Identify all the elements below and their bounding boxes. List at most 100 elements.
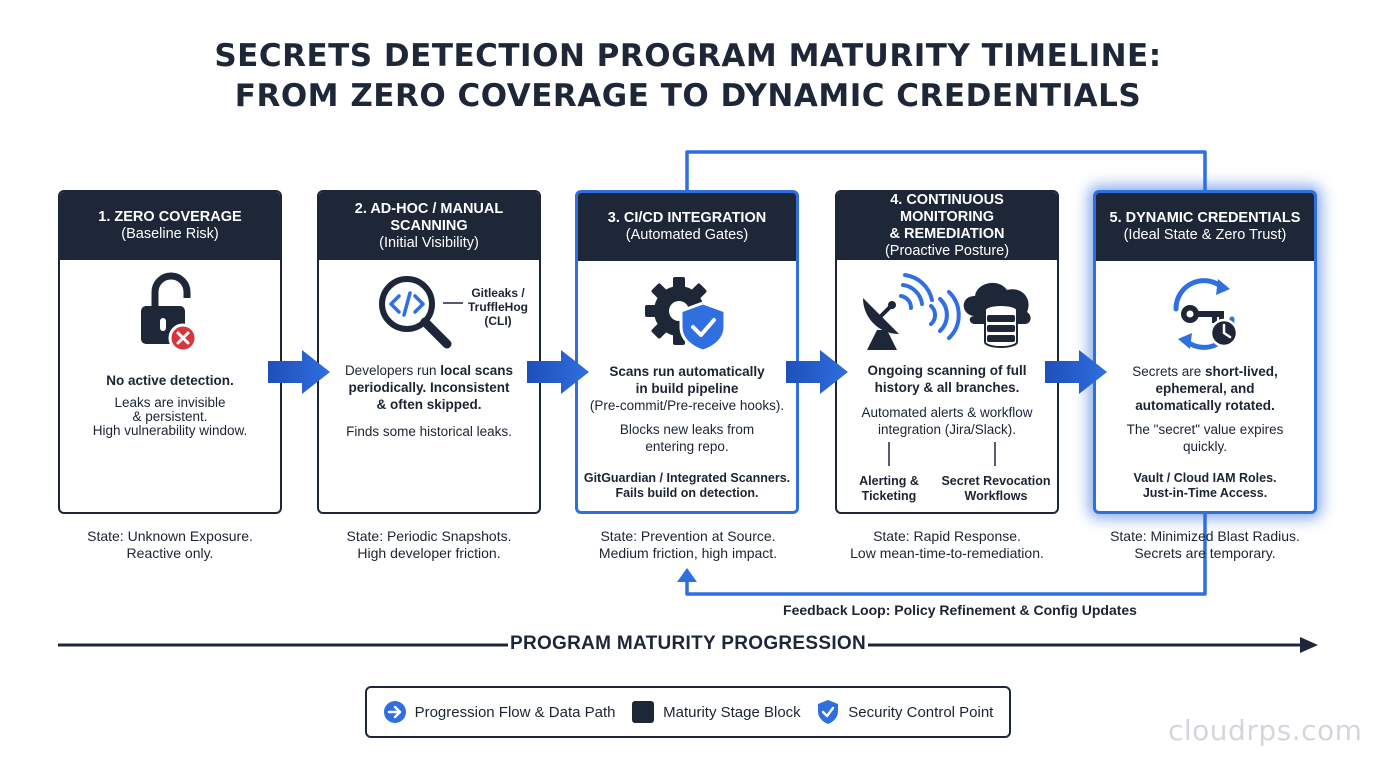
stage-2-tool-label-3: (CLI) xyxy=(484,314,512,328)
stage-5-tool-1: Vault / Cloud IAM Roles. xyxy=(1133,471,1277,485)
stage-3-tool-2: Fails build on detection. xyxy=(615,486,759,500)
stage-3-state-2: Medium friction, high impact. xyxy=(598,545,778,561)
stage-2-ad-hoc-scanning: 2. Ad-Hoc / Manual Scanning (Initial Vis… xyxy=(317,190,541,514)
stage-5-text-bold-1: short-lived, xyxy=(1205,364,1278,379)
stage-2-subtitle: (Initial Visibility) xyxy=(379,234,479,251)
stage-4-branch-right-1: Secret Revocation xyxy=(941,474,1051,488)
stage-4-header: 4. Continuous Monitoring & Remediation (… xyxy=(837,192,1057,260)
watermark: cloudrps.com xyxy=(1168,714,1363,747)
stage-2-state-2: High developer friction. xyxy=(357,545,501,561)
stage-4-text-4: integration (Jira/Slack). xyxy=(877,422,1017,437)
satellite-dish-icon xyxy=(863,273,934,350)
stage-1-state-1: State: Unknown Exposure. xyxy=(87,528,253,544)
progression-arrow-4 xyxy=(1045,350,1107,394)
stage-5-state-1: State: Minimized Blast Radius. xyxy=(1110,528,1300,544)
stage-2-text-pre: Developers run xyxy=(344,363,441,378)
stage-1-state-2: Reactive only. xyxy=(126,545,214,561)
legend-item-security-control: Security Control Point xyxy=(816,699,993,725)
stage-5-text-bold-3: automatically rotated. xyxy=(1135,398,1275,413)
stage-2-tool-connector xyxy=(443,302,463,304)
stage-4-continuous-monitoring: 4. Continuous Monitoring & Remediation (… xyxy=(835,190,1059,514)
stage-5-tool-2: Just-in-Time Access. xyxy=(1142,486,1268,500)
stage-1-state: State: Unknown Exposure. Reactive only. xyxy=(40,528,300,562)
stage-4-branch-left-1: Alerting & xyxy=(859,474,919,488)
stage-5-body: Secrets are short-lived, ephemeral, and … xyxy=(1096,261,1314,511)
stage-2-state-1: State: Periodic Snapshots. xyxy=(346,528,512,544)
stage-5-header: 5. Dynamic Credentials (Ideal State & Ze… xyxy=(1096,193,1314,261)
stage-3-text-3: (Pre-commit/Pre-receive hooks). xyxy=(589,398,785,413)
stage-4-text-3: Automated alerts & workflow xyxy=(861,405,1033,420)
stage-5-title: 5. Dynamic Credentials xyxy=(1109,210,1301,226)
legend-label-progression-flow: Progression Flow & Data Path xyxy=(414,703,616,721)
stage-4-branch-lines xyxy=(888,442,996,466)
stage-3-state: State: Prevention at Source. Medium fric… xyxy=(558,528,818,562)
progression-axis-arrowhead xyxy=(1300,637,1318,653)
feedback-loop-label: Feedback Loop: Policy Refinement & Confi… xyxy=(783,602,1137,618)
signal-waves-icon xyxy=(929,290,961,340)
stage-2-text-4: Finds some historical leaks. xyxy=(346,424,512,439)
rotating-key-clock-icon xyxy=(1096,273,1314,355)
stage-2-title-line-1: 2. Ad-Hoc / Manual xyxy=(354,200,504,217)
unlocked-padlock-icon xyxy=(60,272,280,354)
stage-3-state-1: State: Prevention at Source. xyxy=(600,528,776,544)
stage-1-text-2: & persistent. xyxy=(132,409,208,424)
cloud-database-icon xyxy=(963,282,1031,348)
stage-3-text-bold-2: in build pipeline xyxy=(635,381,739,396)
stage-1-title: 1. Zero Coverage xyxy=(98,209,242,225)
stage-2-text-bold-1: local scans xyxy=(440,363,514,378)
stage-1-header: 1. Zero Coverage (Baseline Risk) xyxy=(60,192,280,260)
stage-5-text-4: The "secret" value expires xyxy=(1126,422,1284,437)
feedback-loop-bottom-line xyxy=(685,514,1207,596)
stage-3-subtitle: (Automated Gates) xyxy=(625,227,749,243)
stage-3-cicd-integration: 3. CI/CD Integration (Automated Gates) xyxy=(575,190,799,514)
title-line-1: Secrets Detection Program Maturity Timel… xyxy=(214,38,1162,74)
stage-3-body: Scans run automatically in build pipelin… xyxy=(578,261,796,511)
stage-1-text-3: High vulnerability window. xyxy=(92,423,248,438)
stage-2-text-bold-2: periodically. Inconsistent xyxy=(348,380,510,395)
stage-2-header: 2. Ad-Hoc / Manual Scanning (Initial Vis… xyxy=(319,192,539,260)
stage-5-dynamic-credentials: 5. Dynamic Credentials (Ideal State & Ze… xyxy=(1093,190,1317,514)
stage-2-text-bold-3: & often skipped. xyxy=(376,397,482,412)
feedback-loop-arrowhead xyxy=(677,568,697,582)
stage-2-tool-label-2: TruffleHog xyxy=(468,300,528,314)
stage-4-state-2: Low mean-time-to-remediation. xyxy=(850,545,1044,561)
arrow-circle-icon xyxy=(383,701,406,723)
stage-2-tool-label: Gitleaks / TruffleHog (CLI) xyxy=(457,286,539,328)
feedback-loop-top-line xyxy=(685,150,1207,190)
stage-4-title-line-2: & Remediation xyxy=(889,226,1005,242)
stage-3-text-5: entering repo. xyxy=(645,439,729,454)
stage-3-text-bold-1: Scans run automatically xyxy=(609,364,765,379)
legend-item-progression-flow: Progression Flow & Data Path xyxy=(383,700,616,724)
legend-label-security-control: Security Control Point xyxy=(848,703,994,721)
stage-4-state-1: State: Rapid Response. xyxy=(873,528,1021,544)
stage-4-text-bold-2: history & all branches. xyxy=(874,380,1020,395)
stage-3-tool-1: GitGuardian / Integrated Scanners. xyxy=(583,471,791,485)
legend: Progression Flow & Data Path Maturity St… xyxy=(365,686,1011,738)
stage-5-state: State: Minimized Blast Radius. Secrets a… xyxy=(1075,528,1335,562)
gear-shield-icon xyxy=(578,273,796,355)
shield-check-icon xyxy=(818,700,839,724)
stage-2-title-line-2: Scanning xyxy=(390,217,468,234)
title-line-2: From Zero Coverage to Dynamic Credential… xyxy=(234,78,1142,114)
stage-4-branch-right-2: Workflows xyxy=(964,489,1028,503)
stage-4-text-bold-1: Ongoing scanning of full xyxy=(867,363,1027,378)
stage-2-text-line-1: Developers run local scans xyxy=(329,362,529,379)
page-title: Secrets Detection Program Maturity Timel… xyxy=(0,36,1376,116)
stage-1-zero-coverage: 1. Zero Coverage (Baseline Risk) No acti… xyxy=(58,190,282,514)
stage-1-subtitle: (Baseline Risk) xyxy=(121,226,219,242)
dark-square-icon xyxy=(632,701,655,723)
stage-4-branch-left-2: Ticketing xyxy=(861,489,917,503)
stage-2-tool-label-1: Gitleaks / xyxy=(471,286,525,300)
stage-1-text-bold: No active detection. xyxy=(106,373,234,388)
satellite-cloud-database-icon xyxy=(837,272,1057,354)
progression-label-text: Program Maturity Progression xyxy=(509,633,867,654)
stage-5-text-bold-2: ephemeral, and xyxy=(1155,381,1255,396)
stage-3-text-4: Blocks new leaks from xyxy=(619,422,755,437)
stage-4-branch-left: Alerting & Ticketing xyxy=(847,474,931,504)
legend-label-maturity-stage: Maturity Stage Block xyxy=(663,703,801,721)
stage-4-body: Ongoing scanning of full history & all b… xyxy=(837,260,1057,512)
legend-item-maturity-stage: Maturity Stage Block xyxy=(631,700,801,724)
progression-arrow-1 xyxy=(268,350,330,394)
stage-2-body: Gitleaks / TruffleHog (CLI) Developers r… xyxy=(319,260,539,512)
